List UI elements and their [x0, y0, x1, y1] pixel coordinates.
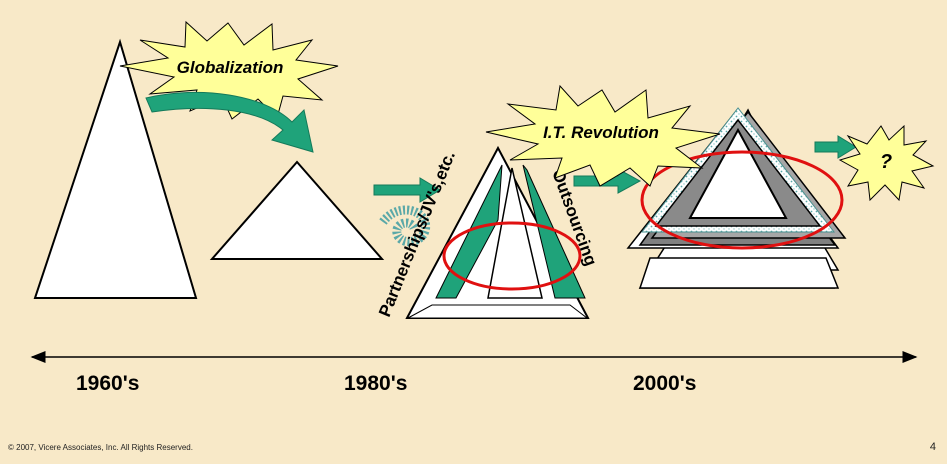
tall-triangle-1960s: [33, 38, 198, 299]
red-ellipse-2000s: [640, 150, 844, 250]
arrow-right-3: [814, 135, 857, 159]
curved-arrow-down: [145, 91, 314, 153]
question-mark-label: ?: [880, 151, 892, 173]
era-label-1980s: 1980's: [344, 372, 408, 395]
page-number: 4: [929, 441, 936, 453]
it-revolution-starburst: I.T. Revolution: [485, 84, 721, 187]
question-starburst: ?: [838, 124, 935, 202]
era-label-1960s: 1960's: [76, 372, 140, 395]
it-revolution-label: I.T. Revolution: [543, 123, 659, 142]
globalization-label: Globalization: [177, 58, 284, 77]
globalization-starburst: Globalization: [119, 20, 339, 120]
arrow-right-1: [373, 177, 441, 203]
copyright-footer: © 2007, Vicere Associates, Inc. All Righ…: [8, 443, 193, 452]
era-label-2000s: 2000's: [633, 372, 697, 395]
red-ellipse-1980s: [442, 221, 582, 291]
spiral-curl: [379, 205, 431, 247]
medium-triangle: [209, 160, 385, 260]
